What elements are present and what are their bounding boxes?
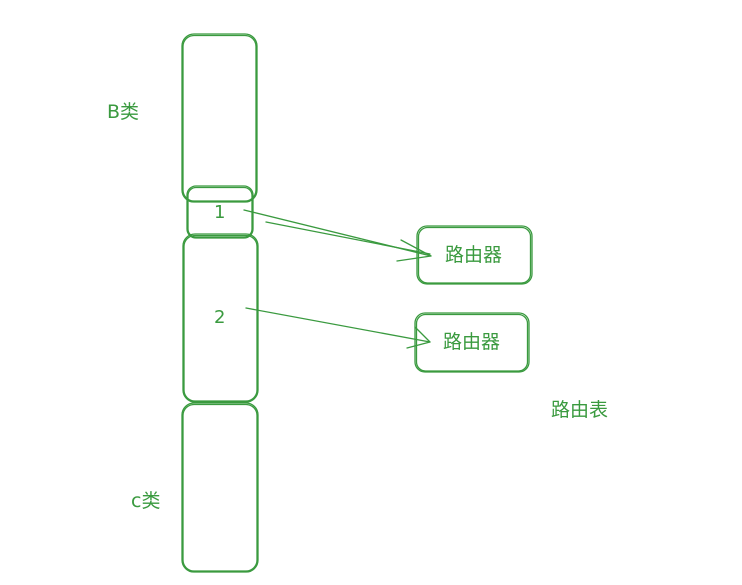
segment-1-label: 1 bbox=[214, 202, 226, 223]
class-b-label: B类 bbox=[107, 101, 140, 123]
arrow-segment-1-to-router-1 bbox=[243, 209, 432, 262]
class-c-block bbox=[181, 402, 259, 573]
router-2-box bbox=[414, 312, 530, 373]
router-2-label: 路由器 bbox=[443, 331, 501, 353]
segment-2-block bbox=[182, 233, 259, 403]
router-1-label: 路由器 bbox=[445, 244, 503, 266]
arrow-segment-2-to-router-2 bbox=[245, 307, 431, 349]
class-b-block bbox=[181, 33, 258, 203]
routing-table-label: 路由表 bbox=[551, 399, 609, 421]
router-1-box bbox=[416, 225, 533, 285]
class-c-label: c类 bbox=[131, 490, 161, 512]
segment-2-label: 2 bbox=[214, 307, 226, 328]
